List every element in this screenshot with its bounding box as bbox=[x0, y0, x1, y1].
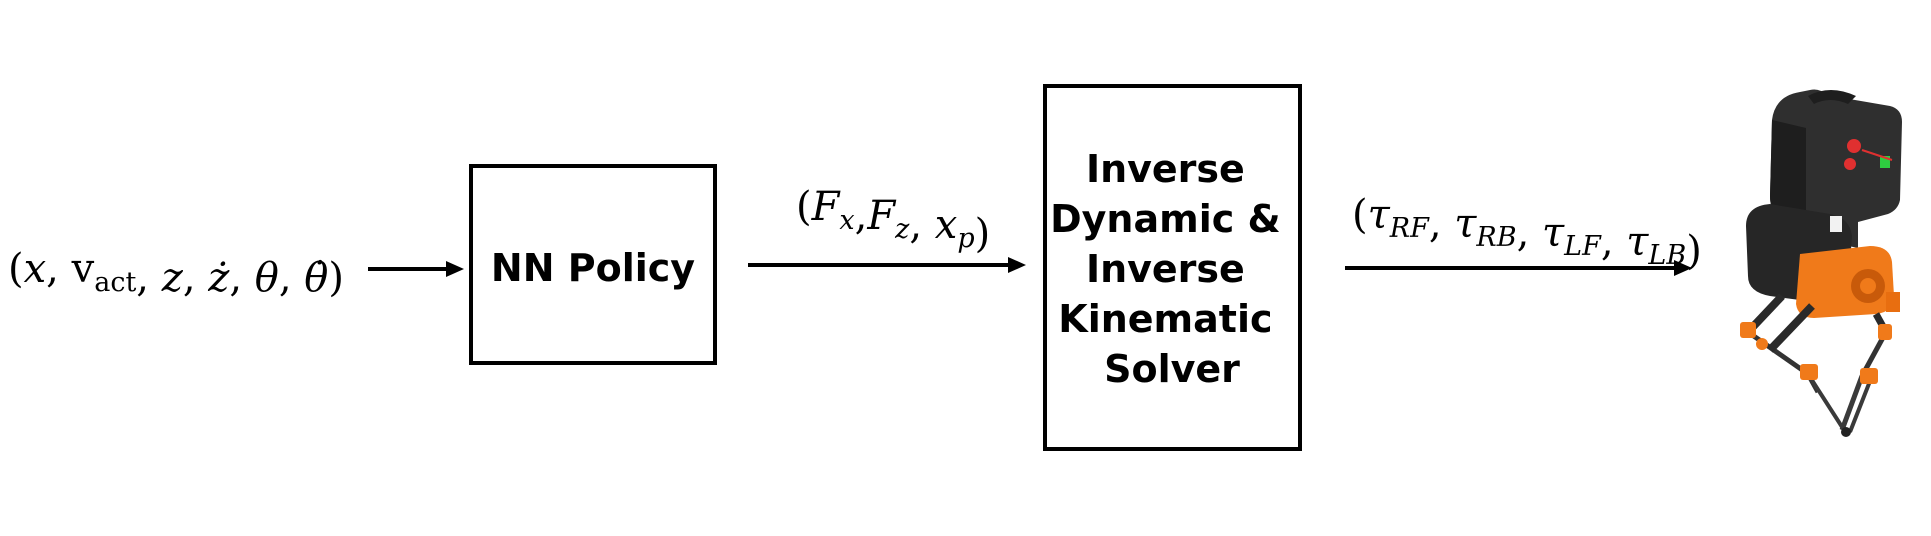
nn-policy-label: NN Policy bbox=[491, 246, 695, 290]
nn-policy-block: NN Policy bbox=[469, 164, 717, 365]
math-token: τ bbox=[1368, 192, 1391, 238]
arrow-policy-to-solver bbox=[748, 257, 1026, 273]
math-token: , bbox=[1601, 219, 1626, 265]
solver-label-line: Kinematic bbox=[1058, 297, 1272, 341]
math-token: ) bbox=[975, 211, 991, 257]
solver-label-line: Dynamic & bbox=[1050, 197, 1281, 241]
arrow-solver-to-robot bbox=[1345, 260, 1692, 276]
math-token: τ bbox=[1626, 219, 1649, 265]
math-token: τ bbox=[1454, 201, 1477, 247]
math-token: , bbox=[229, 255, 254, 301]
robot-joint bbox=[1800, 364, 1818, 380]
math-token: F bbox=[866, 193, 896, 239]
solver-block: Inverse Dynamic & Inverse Kinematic Solv… bbox=[1043, 84, 1302, 451]
math-token: , bbox=[855, 193, 868, 239]
robot-light-icon bbox=[1847, 139, 1861, 153]
math-token: ż bbox=[207, 255, 230, 301]
math-subscript: x bbox=[839, 205, 854, 236]
math-token: ) bbox=[1686, 228, 1702, 274]
arrow-state-to-policy bbox=[368, 261, 464, 277]
robot-actuator-cap bbox=[1886, 292, 1900, 312]
robot-handle bbox=[1808, 90, 1856, 104]
solver-label-line: Inverse bbox=[1086, 247, 1245, 291]
math-subscript: RB bbox=[1475, 222, 1516, 253]
math-token: ( bbox=[796, 184, 812, 230]
math-token: ( bbox=[8, 246, 24, 292]
math-token: F bbox=[811, 184, 841, 230]
math-token: v bbox=[71, 246, 95, 292]
math-token: ) bbox=[328, 255, 344, 301]
math-token: ( bbox=[1352, 192, 1368, 238]
torque-output-label: (τRF, τRB, τLF, τLB) bbox=[1352, 192, 1702, 274]
math-token: x bbox=[935, 202, 958, 248]
state-input-label: (x, vact, z, ż, θ, θ̇) bbox=[8, 246, 344, 301]
math-token: , bbox=[46, 246, 71, 292]
policy-output-label: (Fx,Fz, xp) bbox=[796, 184, 990, 257]
math-subscript: LF bbox=[1563, 231, 1602, 262]
robot-indicator-icon bbox=[1880, 156, 1890, 168]
math-subscript: z bbox=[894, 214, 910, 245]
math-token: x bbox=[24, 246, 47, 292]
math-subscript: act bbox=[94, 267, 136, 298]
robot-gear-icon bbox=[1860, 278, 1876, 294]
robot-leg-link bbox=[1746, 329, 1810, 377]
math-token: , bbox=[909, 202, 934, 248]
robot-leg-link bbox=[1767, 303, 1815, 353]
solver-label: Inverse Dynamic & Inverse Kinematic Solv… bbox=[1050, 147, 1294, 391]
solver-label-line: Solver bbox=[1104, 347, 1240, 391]
robot-cable bbox=[1861, 149, 1893, 161]
robot-joint bbox=[1756, 338, 1768, 350]
math-token: , bbox=[183, 255, 208, 301]
solver-label-line: Inverse bbox=[1086, 147, 1245, 191]
math-token: z bbox=[161, 255, 184, 301]
math-token: , bbox=[279, 255, 304, 301]
math-token: τ bbox=[1542, 210, 1565, 256]
robot-leg-link bbox=[1848, 375, 1874, 433]
robot-joint bbox=[1860, 368, 1878, 384]
robot-leg-link bbox=[1806, 372, 1846, 432]
math-token: θ̇ bbox=[304, 255, 328, 301]
math-token: , bbox=[1517, 210, 1542, 256]
math-token: , bbox=[136, 255, 161, 301]
robot-foot bbox=[1841, 427, 1851, 437]
robot-hip-panel bbox=[1830, 216, 1842, 232]
robot-joint bbox=[1740, 322, 1756, 338]
math-subscript: RF bbox=[1389, 213, 1430, 244]
robot-leg-link bbox=[1839, 375, 1865, 431]
robot-light-icon bbox=[1844, 158, 1856, 170]
math-token: θ bbox=[255, 255, 279, 301]
math-token: , bbox=[1429, 201, 1454, 247]
math-subscript: p bbox=[957, 223, 974, 254]
biped-robot-illustration bbox=[1740, 89, 1902, 437]
robot-joint bbox=[1878, 324, 1892, 340]
